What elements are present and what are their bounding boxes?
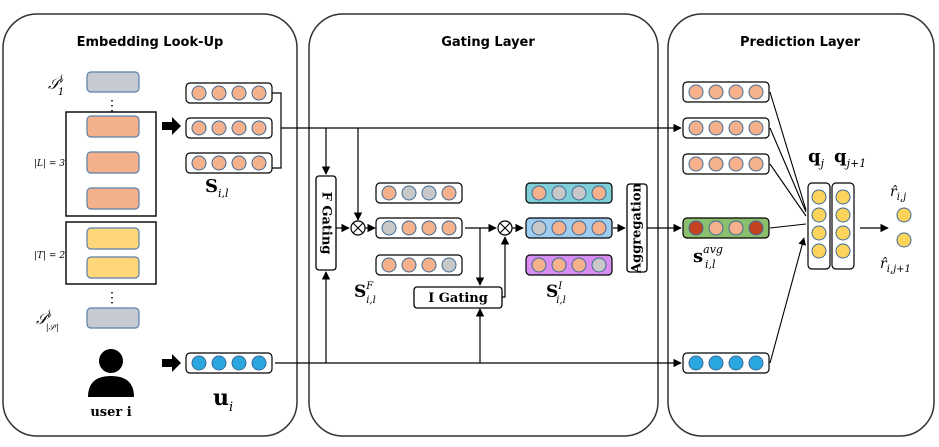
igating-to-multiply-line	[500, 236, 510, 298]
rating-j-node	[896, 207, 912, 223]
ui-row	[185, 352, 273, 374]
sfil-row-1	[375, 182, 463, 204]
sfil-row-3	[375, 254, 463, 276]
l-bar-2	[86, 151, 140, 174]
sil-label: Si,l	[205, 176, 229, 200]
l-bar-1	[86, 115, 140, 138]
i-gating-label: I Gating	[428, 291, 488, 306]
slast-label: 𝒮i|𝒮ⁱ|	[36, 309, 59, 332]
pred-sil-row-1	[682, 81, 770, 103]
arrow-right-icon	[162, 354, 181, 372]
arrow-right-icon	[162, 117, 181, 135]
ui-label: ui	[213, 385, 233, 415]
t-bar-2	[86, 256, 140, 279]
siil-embeddings	[525, 182, 613, 276]
rating-j1-node	[896, 232, 912, 248]
prediction-panel-title: Prediction Layer	[740, 35, 861, 50]
pred-ui-row	[682, 352, 770, 374]
t-bar-1	[86, 227, 140, 250]
qj-column	[807, 182, 831, 270]
rating-j1-label: r̂i,j+1	[880, 256, 911, 275]
sil-row-3	[185, 152, 273, 174]
f-gating-label: F Gating	[319, 192, 334, 255]
item-query-vectors	[807, 182, 855, 270]
pred-sil-row-2	[682, 117, 770, 139]
qj-label: qj	[808, 146, 825, 170]
ui-embedding	[185, 352, 273, 374]
savg-row	[682, 217, 770, 239]
multiply-icon	[497, 220, 513, 236]
l-bar-3	[86, 187, 140, 210]
gating-panel-title: Gating Layer	[441, 35, 535, 50]
sil-row-1	[185, 82, 273, 104]
gating-panel	[308, 13, 659, 437]
converging-lines	[769, 91, 807, 364]
rating-j-label: r̂i,j	[890, 184, 906, 203]
aggregation-label: Aggregation	[630, 182, 645, 274]
item-bar-slast	[86, 307, 140, 329]
siil-row-1	[525, 182, 613, 204]
sil-row-2	[185, 117, 273, 139]
multiply-icon	[350, 220, 366, 236]
sfil-embeddings	[375, 182, 463, 276]
embedding-panel-title: Embedding Look-Up	[77, 35, 224, 50]
f-gating-box	[315, 175, 337, 271]
siil-row-3	[525, 254, 613, 276]
user-label: user i	[90, 405, 131, 420]
sil-embeddings	[185, 82, 273, 174]
vdots-bottom: ⋮	[105, 290, 119, 306]
pred-sil-row-3	[682, 153, 770, 175]
siil-row-2	[525, 217, 613, 239]
t-size-label: |T| = 2	[34, 251, 65, 261]
l-size-label: |L| = 3	[34, 159, 65, 169]
sfil-row-2	[375, 217, 463, 239]
prediction-inputs	[682, 81, 770, 374]
sil-bracket	[272, 92, 282, 169]
user-icon	[88, 349, 134, 397]
qj1-label: qj+1	[834, 146, 866, 170]
qj1-column	[831, 182, 855, 270]
item-bar-s1	[86, 71, 140, 93]
vdots-top: ⋮	[105, 98, 119, 114]
